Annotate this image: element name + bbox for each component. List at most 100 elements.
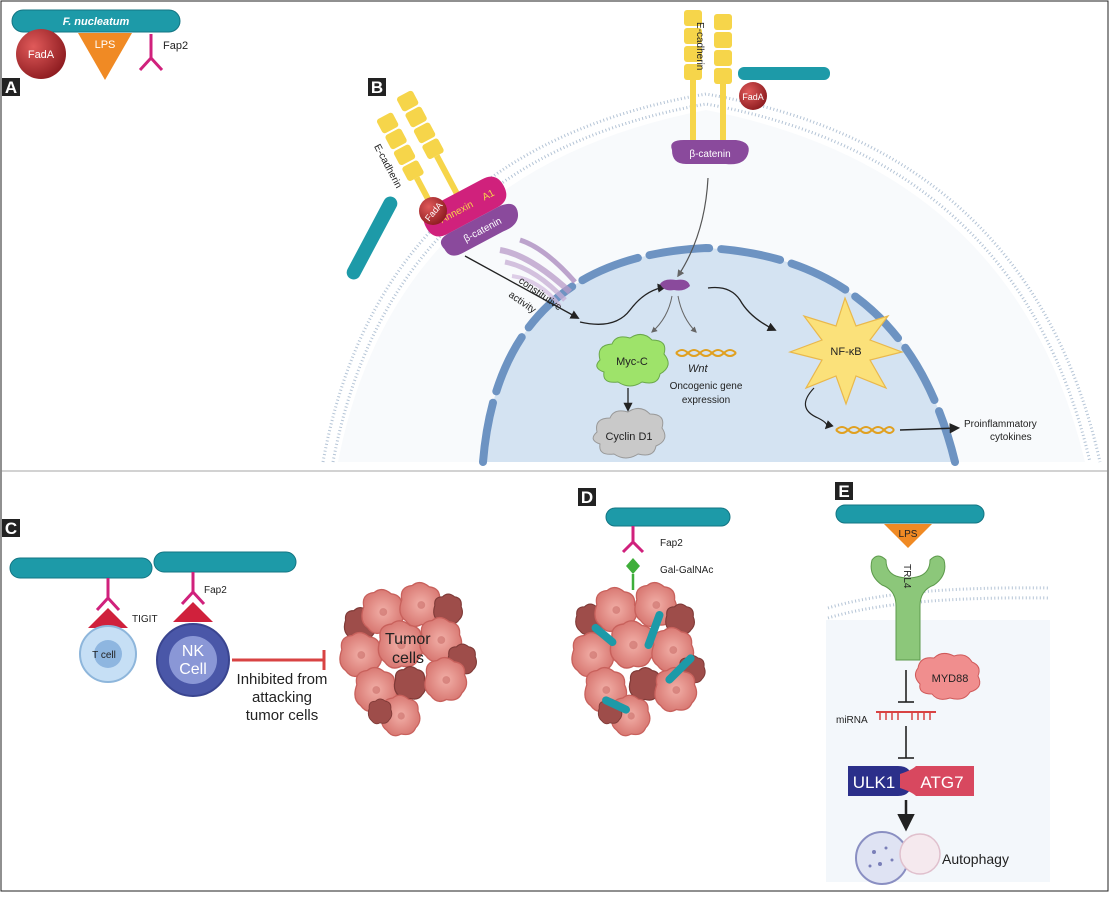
atg7-block bbox=[900, 766, 974, 796]
tigit-label: TIGIT bbox=[132, 614, 158, 625]
fap2-a bbox=[138, 34, 164, 72]
bacterium-b-left bbox=[346, 196, 398, 280]
panel-c: C TIGIT T cell Fap2 NK Cell Inhibited fr… bbox=[2, 519, 477, 737]
gal-galnac-node bbox=[626, 558, 640, 574]
oncogenic-label-2: expression bbox=[682, 395, 730, 406]
cell-membrane-outer bbox=[321, 92, 1102, 463]
beta-catenin-nuclear bbox=[660, 279, 690, 291]
fap2-a-label: Fap2 bbox=[163, 40, 188, 52]
panel-b-label: B bbox=[371, 78, 383, 97]
fap2-c-label: Fap2 bbox=[204, 585, 227, 596]
t-cell-nucleus bbox=[94, 640, 122, 668]
proinflammatory-label-1: Proinflammatory bbox=[964, 419, 1037, 430]
nk-cell-label-2: Cell bbox=[179, 661, 207, 678]
cyclin-d1-label: Cyclin D1 bbox=[605, 431, 652, 443]
bacterium-d-attached-2 bbox=[591, 623, 617, 647]
panel-a: A F. nucleatum FadA LPS Fap2 bbox=[2, 9, 188, 97]
annexin-a1 bbox=[423, 176, 507, 237]
tumor-label-1: Tumor bbox=[385, 631, 431, 648]
bacterium-a bbox=[11, 9, 181, 33]
panel-e: E LPS TRL4 MYD88 miRNA ULK1 ATG7 bbox=[826, 482, 1051, 885]
fap2-c-2 bbox=[180, 572, 206, 606]
bacterium-d-attached-1 bbox=[644, 610, 664, 650]
lps-e-label: LPS bbox=[899, 529, 918, 540]
ulk1-label: ULK1 bbox=[853, 773, 896, 792]
lysosome bbox=[899, 833, 941, 875]
fada-a-label: FadA bbox=[28, 49, 55, 61]
membrane-e-outer bbox=[827, 586, 1051, 610]
arrow-to-myc bbox=[651, 295, 673, 333]
arrow-translocation bbox=[677, 177, 709, 278]
fada-top bbox=[739, 82, 767, 110]
autophagy-label: Autophagy bbox=[942, 851, 1009, 867]
e-cadherin-top bbox=[684, 10, 732, 144]
beta-catenin-top-label: β-catenin bbox=[689, 149, 730, 160]
mirna-label: miRNA bbox=[836, 715, 868, 726]
tigit-receptor bbox=[88, 608, 128, 628]
panel-d-label: D bbox=[581, 488, 593, 507]
panel-e-label-box bbox=[835, 482, 853, 500]
bacterium-b-top bbox=[738, 67, 830, 80]
panel-e-label: E bbox=[838, 482, 849, 501]
proinflammatory-label-2: cytokines bbox=[990, 432, 1032, 443]
cyclin-d1-cloud bbox=[592, 408, 666, 459]
beta-catenin-top bbox=[671, 140, 749, 165]
bacterium-c-2 bbox=[153, 551, 297, 573]
tumor-label-2: cells bbox=[392, 650, 424, 667]
panel-d-label-box bbox=[578, 488, 596, 506]
mirna-ticks bbox=[879, 712, 931, 720]
activity-streaks bbox=[499, 237, 577, 308]
nk-cell-nucleus bbox=[169, 636, 217, 684]
bacterium-d bbox=[605, 507, 731, 527]
panel-b: B E-cadherin An bbox=[321, 10, 1102, 466]
wnt-label: Wnt bbox=[688, 363, 709, 375]
gal-galnac-label: Gal-GalNAc bbox=[660, 565, 713, 576]
nk-cell-label-1: NK bbox=[182, 643, 205, 660]
fada-top-label: FadA bbox=[742, 92, 764, 102]
arrow-to-nucleus bbox=[579, 283, 667, 325]
panel-d: D Fap2 Gal-GalNAc bbox=[571, 488, 731, 737]
panel-a-label-box bbox=[2, 78, 20, 96]
fap2-d bbox=[621, 526, 645, 554]
wnt-dna bbox=[675, 349, 737, 357]
a1-label: A1 bbox=[481, 188, 497, 204]
bacterium-d-attached-4 bbox=[602, 696, 630, 714]
arrow-to-cytokines bbox=[899, 423, 961, 434]
oncogenic-label-1: Oncogenic gene bbox=[670, 381, 743, 392]
tigit-receptor-nk bbox=[173, 602, 213, 622]
bacterium-a-label: F. nucleatum bbox=[63, 16, 130, 28]
panel-b-label-box bbox=[368, 78, 386, 96]
myc-c-cloud bbox=[596, 334, 669, 387]
autophagosome-contents bbox=[868, 846, 894, 868]
bacterium-e bbox=[835, 504, 985, 524]
nuclear-envelope bbox=[479, 243, 959, 466]
fada-left bbox=[419, 197, 447, 225]
myc-c-label: Myc-C bbox=[616, 356, 648, 368]
panel-c-label: C bbox=[5, 519, 17, 538]
bacterium-c-1 bbox=[9, 557, 153, 579]
atg7-label: ATG7 bbox=[920, 773, 963, 792]
inhibited-label-1: Inhibited from bbox=[237, 671, 328, 688]
myd88-label: MYD88 bbox=[932, 673, 969, 685]
trl4-receptor bbox=[870, 555, 946, 661]
myd88-cloud bbox=[914, 652, 981, 700]
arrow-to-dna bbox=[804, 387, 834, 430]
cytokine-dna bbox=[835, 426, 895, 434]
lps-a-label: LPS bbox=[95, 39, 116, 51]
inhibited-label-2: attacking bbox=[252, 689, 312, 706]
arrow-to-wnt bbox=[677, 295, 697, 333]
bacterium-d-attached-3 bbox=[665, 654, 695, 684]
fada-a bbox=[16, 29, 66, 79]
fap2-c-1 bbox=[95, 578, 121, 612]
t-cell-label: T cell bbox=[92, 650, 116, 661]
left-receptor-complex: E-cadherin Annexin A1 β-catenin bbox=[371, 90, 519, 256]
ulk1-block bbox=[848, 766, 912, 796]
arrow-constitutive bbox=[464, 255, 580, 319]
membrane-e-inner bbox=[827, 596, 1051, 620]
e-cadherin-left-chain-2 bbox=[397, 90, 463, 202]
panel-c-label-box bbox=[2, 519, 20, 537]
nf-kb-label: NF-κB bbox=[830, 346, 861, 358]
